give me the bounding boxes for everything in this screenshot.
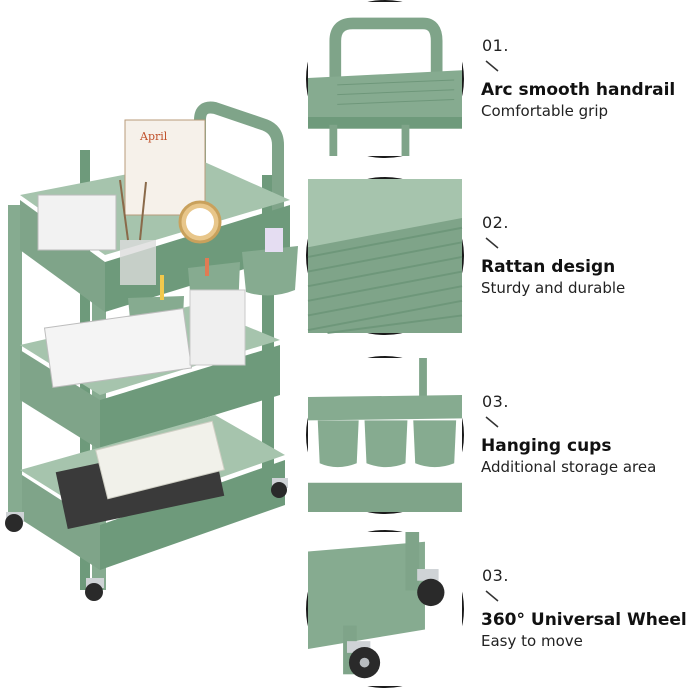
cart-illustration: April	[5, 101, 298, 601]
bottom-basket-side	[100, 460, 285, 570]
sticky-notes	[265, 228, 283, 252]
speaker-box	[37, 194, 117, 251]
feature-cups: 03. Hanging cups Additional storage area	[306, 356, 679, 516]
feature-title: Arc smooth handrail	[481, 80, 676, 100]
feature-number: 01.	[482, 36, 509, 55]
slash-icon	[485, 590, 499, 602]
desk-calendar	[124, 119, 206, 216]
cart-front-post-left	[8, 205, 22, 515]
book-top	[95, 420, 225, 500]
cart-handrail	[194, 101, 284, 216]
detail-circle-wheel	[306, 530, 464, 688]
cups-detail-image	[308, 358, 462, 512]
book-stack	[189, 289, 246, 366]
feature-title: Rattan design	[481, 257, 616, 277]
feature-handrail: 01. Arc smooth handrail Comfortable grip	[306, 0, 679, 160]
magazines-stack	[43, 307, 193, 389]
middle-basket-side	[100, 345, 280, 450]
slash-icon	[485, 416, 499, 428]
feature-number: 03.	[482, 392, 509, 411]
top-basket-side	[105, 205, 290, 312]
rattan-detail-image	[307, 179, 463, 334]
caster-wheel	[5, 512, 24, 532]
desk-clock-face	[186, 208, 214, 236]
feature-number: 02.	[482, 213, 509, 232]
feature-wheel: 03. 360° Universal Wheel Easy to move	[306, 530, 687, 690]
feature-subtitle: Sturdy and durable	[481, 279, 626, 297]
diffuser-stick	[119, 179, 129, 241]
pen	[160, 275, 164, 300]
feature-rattan: 02. Rattan design Sturdy and durable	[306, 177, 679, 337]
feature-subtitle: Easy to move	[481, 632, 583, 650]
wheel-detail-image	[308, 532, 462, 686]
slash-icon	[485, 60, 499, 72]
handrail-detail-image	[308, 2, 462, 156]
calendar-label: April	[139, 130, 168, 143]
middle-basket-front	[20, 350, 100, 450]
detail-circle-cups	[306, 356, 464, 514]
diffuser-jar	[120, 240, 156, 285]
detail-circle-handrail	[306, 0, 464, 158]
feature-subtitle: Additional storage area	[481, 458, 657, 476]
feature-title: 360° Universal Wheel	[481, 610, 687, 630]
caster-wheel	[271, 478, 288, 498]
hanging-cup	[242, 246, 298, 296]
slash-icon	[485, 237, 499, 249]
feature-subtitle: Comfortable grip	[481, 102, 609, 120]
diffuser-stick	[139, 181, 147, 241]
detail-circle-rattan	[306, 177, 464, 335]
pen	[205, 258, 209, 276]
feature-number: 03.	[482, 566, 509, 585]
bottom-basket-front	[22, 475, 100, 570]
caster-wheel	[85, 578, 104, 601]
feature-title: Hanging cups	[481, 436, 612, 456]
